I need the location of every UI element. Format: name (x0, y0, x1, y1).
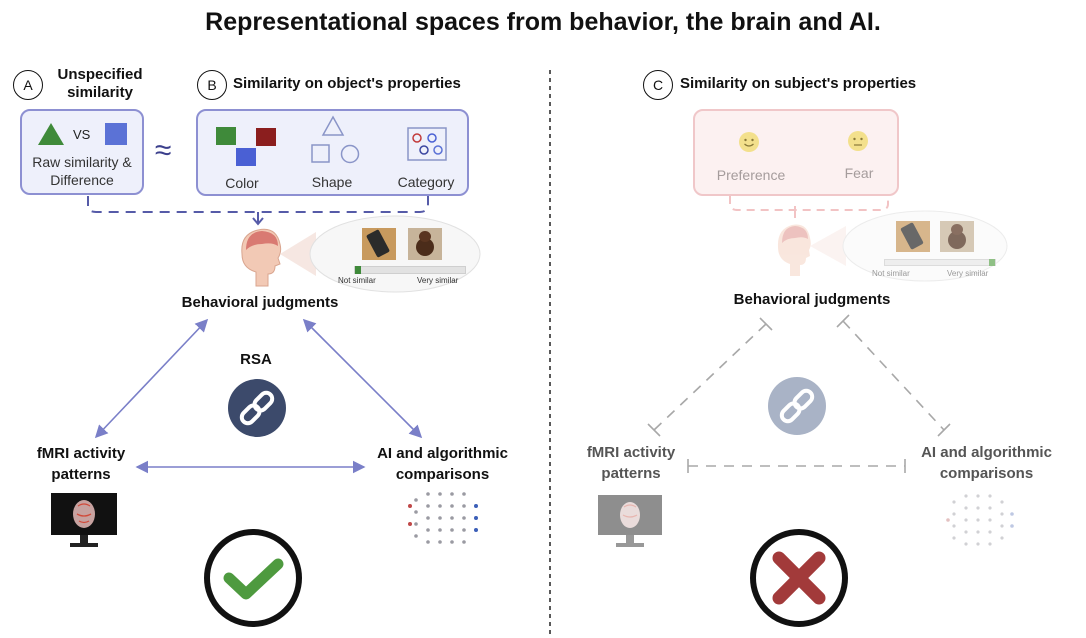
vs-text: VS (73, 127, 91, 142)
scale-low-label: Not similar (338, 276, 376, 285)
subject-properties-box: Preference Fear (693, 109, 899, 196)
fmri-monitor-faded-icon (598, 495, 662, 547)
similarity-slider (354, 266, 466, 274)
property-shape: Shape (311, 174, 353, 190)
neural-network-icon (408, 492, 478, 544)
figure-title: Representational spaces from behavior, t… (205, 8, 881, 36)
property-fear: Fear (844, 165, 874, 181)
phone-photo-icon (362, 228, 396, 260)
similarity-slider-faded (884, 259, 996, 266)
right-fmri-label: fMRI activity patterns (566, 442, 696, 484)
link-badge-faded-icon (768, 377, 826, 435)
category-icon (407, 127, 447, 161)
panel-b-heading: Similarity on object's properties (233, 75, 461, 92)
human-head-icon (241, 228, 282, 287)
panel-a-heading-line1: Unspecified (57, 66, 143, 83)
neural-network-faded-icon (946, 494, 1014, 546)
left-fmri-label-line2: patterns (51, 466, 111, 483)
rsa-label: RSA (240, 351, 272, 368)
left-ai-label-line1: AI and algorithmic (377, 445, 508, 462)
right-fmri-label-line1: fMRI activity (586, 444, 676, 461)
right-ai-label: AI and algorithmic comparisons (904, 442, 1069, 484)
left-ai-label: AI and algorithmic comparisons (360, 443, 525, 485)
similarity-slider-faded-thumb (989, 259, 995, 266)
panel-a-marker: A (13, 70, 43, 100)
panel-b-marker: B (197, 70, 227, 100)
blue-square-icon (105, 123, 127, 145)
scale-high-faded-label: Very similar (947, 269, 989, 278)
right-fmri-label-line2: patterns (601, 465, 661, 482)
right-behavioral-label: Behavioral judgments (733, 291, 891, 308)
fear-face-icon (848, 131, 868, 151)
phone-photo-faded-icon (896, 221, 930, 252)
human-head-faded-icon (777, 224, 811, 276)
left-fmri-label-line1: fMRI activity (36, 445, 126, 462)
right-ai-label-line1: AI and algorithmic (921, 444, 1052, 461)
similarity-slider-thumb (355, 266, 361, 274)
color-square-green-icon (216, 127, 236, 145)
scale-high-label: Very similar (417, 276, 459, 285)
dog-photo-faded-icon (940, 221, 974, 252)
dog-photo-icon (408, 228, 442, 260)
panel-divider (549, 70, 551, 635)
check-result-icon (204, 529, 302, 627)
raw-similarity-caption-line1: Raw similarity & (32, 154, 132, 170)
panel-a-heading-line2: similarity (67, 84, 133, 101)
green-triangle-icon (38, 123, 64, 145)
property-preference: Preference (716, 167, 786, 183)
left-ai-label-line2: comparisons (395, 466, 490, 483)
raw-similarity-caption: Raw similarity & Difference (22, 153, 142, 189)
color-square-red-icon (256, 128, 276, 146)
smile-face-icon (739, 132, 759, 152)
fmri-monitor-icon (51, 493, 117, 547)
scale-low-faded-label: Not similar (872, 269, 910, 278)
object-properties-box: Color Shape Category (196, 109, 469, 196)
approx-symbol: ≈ (155, 134, 172, 167)
raw-similarity-caption-line2: Difference (50, 172, 114, 188)
cross-result-icon (750, 529, 848, 627)
panel-c-heading: Similarity on subject's properties (680, 75, 917, 92)
shapes-icon (311, 115, 360, 164)
left-fmri-label: fMRI activity patterns (16, 443, 146, 485)
left-behavioral-label: Behavioral judgments (181, 294, 339, 311)
right-ai-label-line2: comparisons (939, 465, 1034, 482)
property-color: Color (225, 175, 259, 191)
color-square-blue-icon (236, 148, 256, 166)
panel-c-marker: C (643, 70, 673, 100)
panel-a-heading: Unspecified similarity (50, 66, 150, 102)
property-category: Category (397, 174, 455, 190)
raw-similarity-box: VS Raw similarity & Difference (20, 109, 144, 195)
link-badge-icon (228, 379, 286, 437)
